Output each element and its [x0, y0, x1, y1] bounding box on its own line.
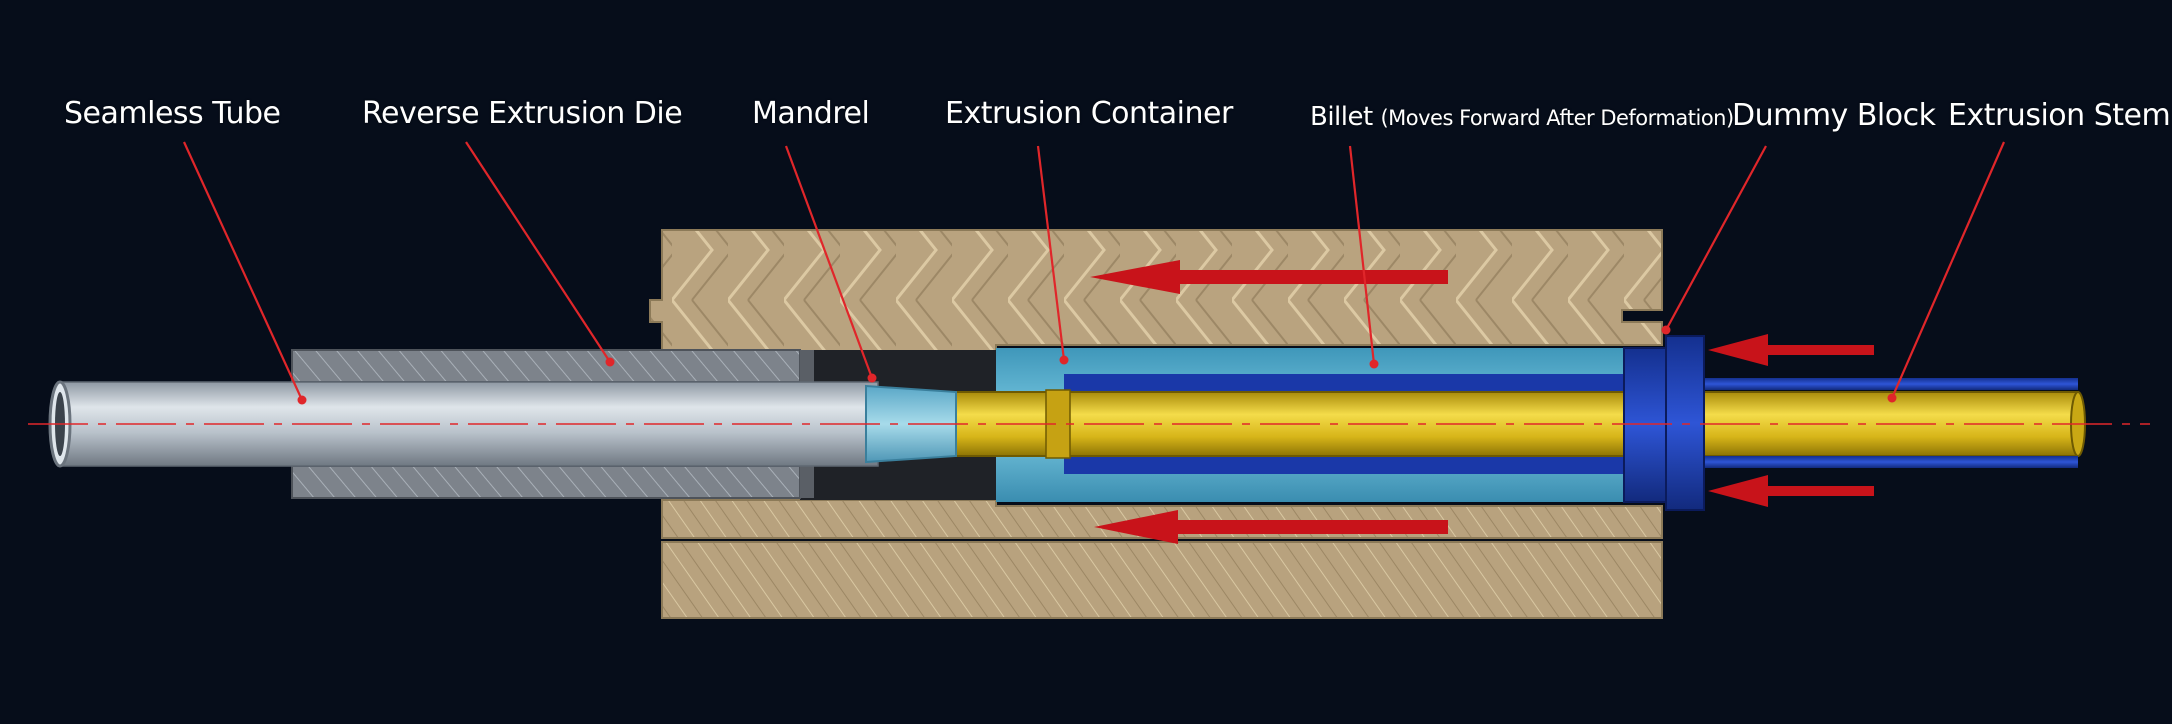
dummy-block: [1623, 335, 1705, 511]
container-motion-arrow-lower: [1094, 510, 1448, 544]
leader-lines: [182, 141, 2006, 405]
leader-reverse-extrusion-die: [465, 141, 611, 363]
label-seamless-tube: Seamless Tube: [64, 96, 281, 131]
leader-extrusion-stem: [1890, 141, 2006, 399]
leader-mandrel: [784, 145, 874, 379]
label-extrusion-container: Extrusion Container: [945, 96, 1233, 131]
label-billet: Billet (Moves Forward After Deformation): [1310, 102, 1734, 132]
container-motion-arrow-upper: [1090, 260, 1448, 294]
reverse-extrusion-die: [291, 349, 814, 499]
motion-arrows: [1090, 260, 1874, 544]
label-billet-note: (Moves Forward After Deformation): [1380, 106, 1734, 130]
stem-motion-arrow-upper: [1708, 334, 1874, 366]
label-extrusion-stem: Extrusion Stem: [1948, 98, 2171, 133]
leader-extrusion-container: [1036, 145, 1066, 361]
leader-seamless-tube: [182, 141, 304, 401]
label-billet-main: Billet: [1310, 102, 1373, 132]
leader-dummy-block: [1665, 145, 1767, 331]
extrusion-stem: [955, 378, 2086, 468]
stem-motion-arrow-lower: [1708, 475, 1874, 507]
label-mandrel: Mandrel: [752, 96, 870, 131]
leader-billet: [1348, 145, 1376, 365]
label-dummy-block: Dummy Block: [1732, 98, 1936, 133]
label-reverse-extrusion-die: Reverse Extrusion Die: [362, 96, 683, 131]
